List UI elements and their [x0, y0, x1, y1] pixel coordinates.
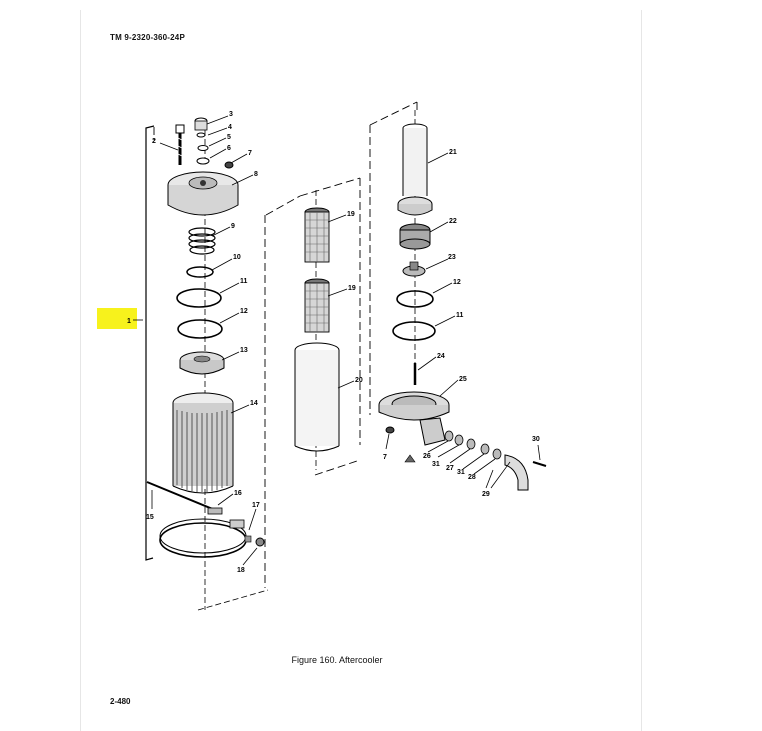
callout-24: 24 — [437, 353, 445, 360]
callout-9: 9 — [231, 223, 235, 230]
callout-10: 10 — [233, 254, 241, 261]
callout-7a: 7 — [248, 150, 252, 157]
callout-29: 29 — [482, 491, 490, 498]
callout-7b: 7 — [383, 454, 387, 461]
callout-1: 1 — [127, 318, 131, 325]
callout-28: 28 — [468, 474, 476, 481]
callout-19b: 19 — [348, 285, 356, 292]
callout-11b: 11 — [456, 312, 464, 319]
callout-27: 27 — [446, 465, 454, 472]
callout-26: 26 — [423, 453, 431, 460]
callout-20: 20 — [355, 377, 363, 384]
callout-19a: 19 — [347, 211, 355, 218]
callout-8: 8 — [254, 171, 258, 178]
callout-23: 23 — [448, 254, 456, 261]
document-page — [80, 10, 642, 731]
callout-21: 21 — [449, 149, 457, 156]
callout-5: 5 — [227, 134, 231, 141]
document-header: TM 9-2320-360-24P — [110, 33, 185, 42]
callout-11a: 11 — [240, 278, 248, 285]
figure-caption-wrap: Figure 160. Aftercooler — [0, 655, 762, 665]
page-number: 2-480 — [110, 697, 131, 706]
callout-30: 30 — [532, 436, 540, 443]
callout-31a: 31 — [432, 461, 440, 468]
callout-2: 2 — [152, 138, 156, 145]
callout-13: 13 — [240, 347, 248, 354]
callout-14: 14 — [250, 400, 258, 407]
callout-22: 22 — [449, 218, 457, 225]
callout-3: 3 — [229, 111, 233, 118]
callout-16: 16 — [234, 490, 242, 497]
callout-4: 4 — [228, 124, 232, 131]
figure-caption: Figure 160. Aftercooler — [291, 655, 383, 665]
callout-15: 15 — [146, 514, 154, 521]
callout-17: 17 — [252, 502, 260, 509]
callout-18: 18 — [237, 567, 245, 574]
callout-31b: 31 — [457, 469, 465, 476]
callout-25: 25 — [459, 376, 467, 383]
item-1-highlight — [97, 308, 137, 329]
callout-12b: 12 — [453, 279, 461, 286]
callout-6: 6 — [227, 145, 231, 152]
callout-12a: 12 — [240, 308, 248, 315]
